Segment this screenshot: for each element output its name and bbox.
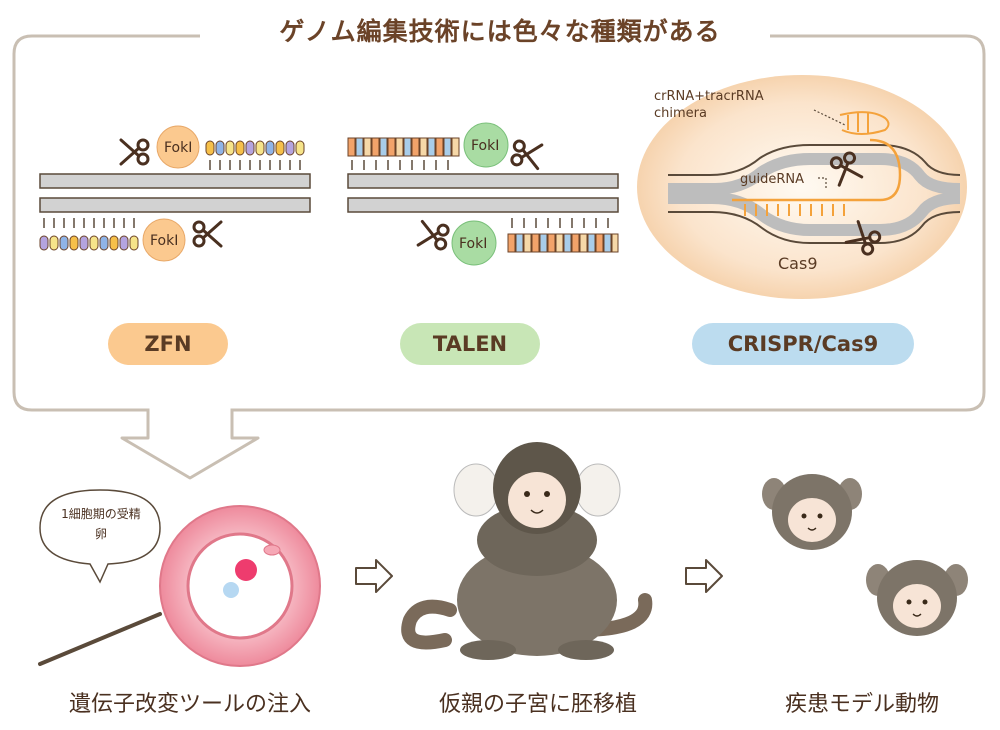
speech-bubble [39, 489, 161, 584]
injection-needle [38, 612, 162, 666]
step-arrow-icon [685, 559, 723, 593]
crispr-illustration [637, 75, 967, 299]
step-caption-model: 疾患モデル動物 [784, 692, 939, 717]
step-caption-injection: 遺伝子改変ツールの注入 [68, 692, 311, 717]
talen-illustration: FokI FokI [347, 122, 619, 266]
svg-text:FokI: FokI [471, 138, 499, 154]
svg-text:FokI: FokI [164, 140, 192, 156]
svg-text:FokI: FokI [459, 236, 487, 252]
model-animal-illustration [762, 474, 968, 636]
frame-border-right [230, 34, 986, 428]
cas9-label: Cas9 [778, 254, 818, 273]
step-caption-transfer: 仮親の子宮に胚移植 [438, 692, 637, 717]
marmoset-adult-illustration [401, 442, 653, 660]
speech-bubble-text: 1細胞期の受精卵 [61, 507, 141, 541]
fertilized-egg-illustration [38, 505, 321, 667]
crispr-cas9-label: CRISPR/Cas9 [692, 323, 914, 365]
svg-text:FokI: FokI [150, 233, 178, 249]
talen-label: TALEN [400, 323, 540, 365]
step-arrow-icon [355, 559, 393, 593]
frame-border-left [12, 34, 200, 428]
zfn-illustration: FokI FokI [39, 125, 311, 262]
page-title: ゲノム編集技術には色々な種類がある [0, 12, 1000, 48]
chimera-label: crRNA+tracrRNA chimera [654, 89, 764, 121]
zfn-label: ZFN [108, 323, 228, 365]
down-arrow-icon [120, 426, 260, 480]
guide-rna-label: guideRNA [740, 172, 805, 187]
